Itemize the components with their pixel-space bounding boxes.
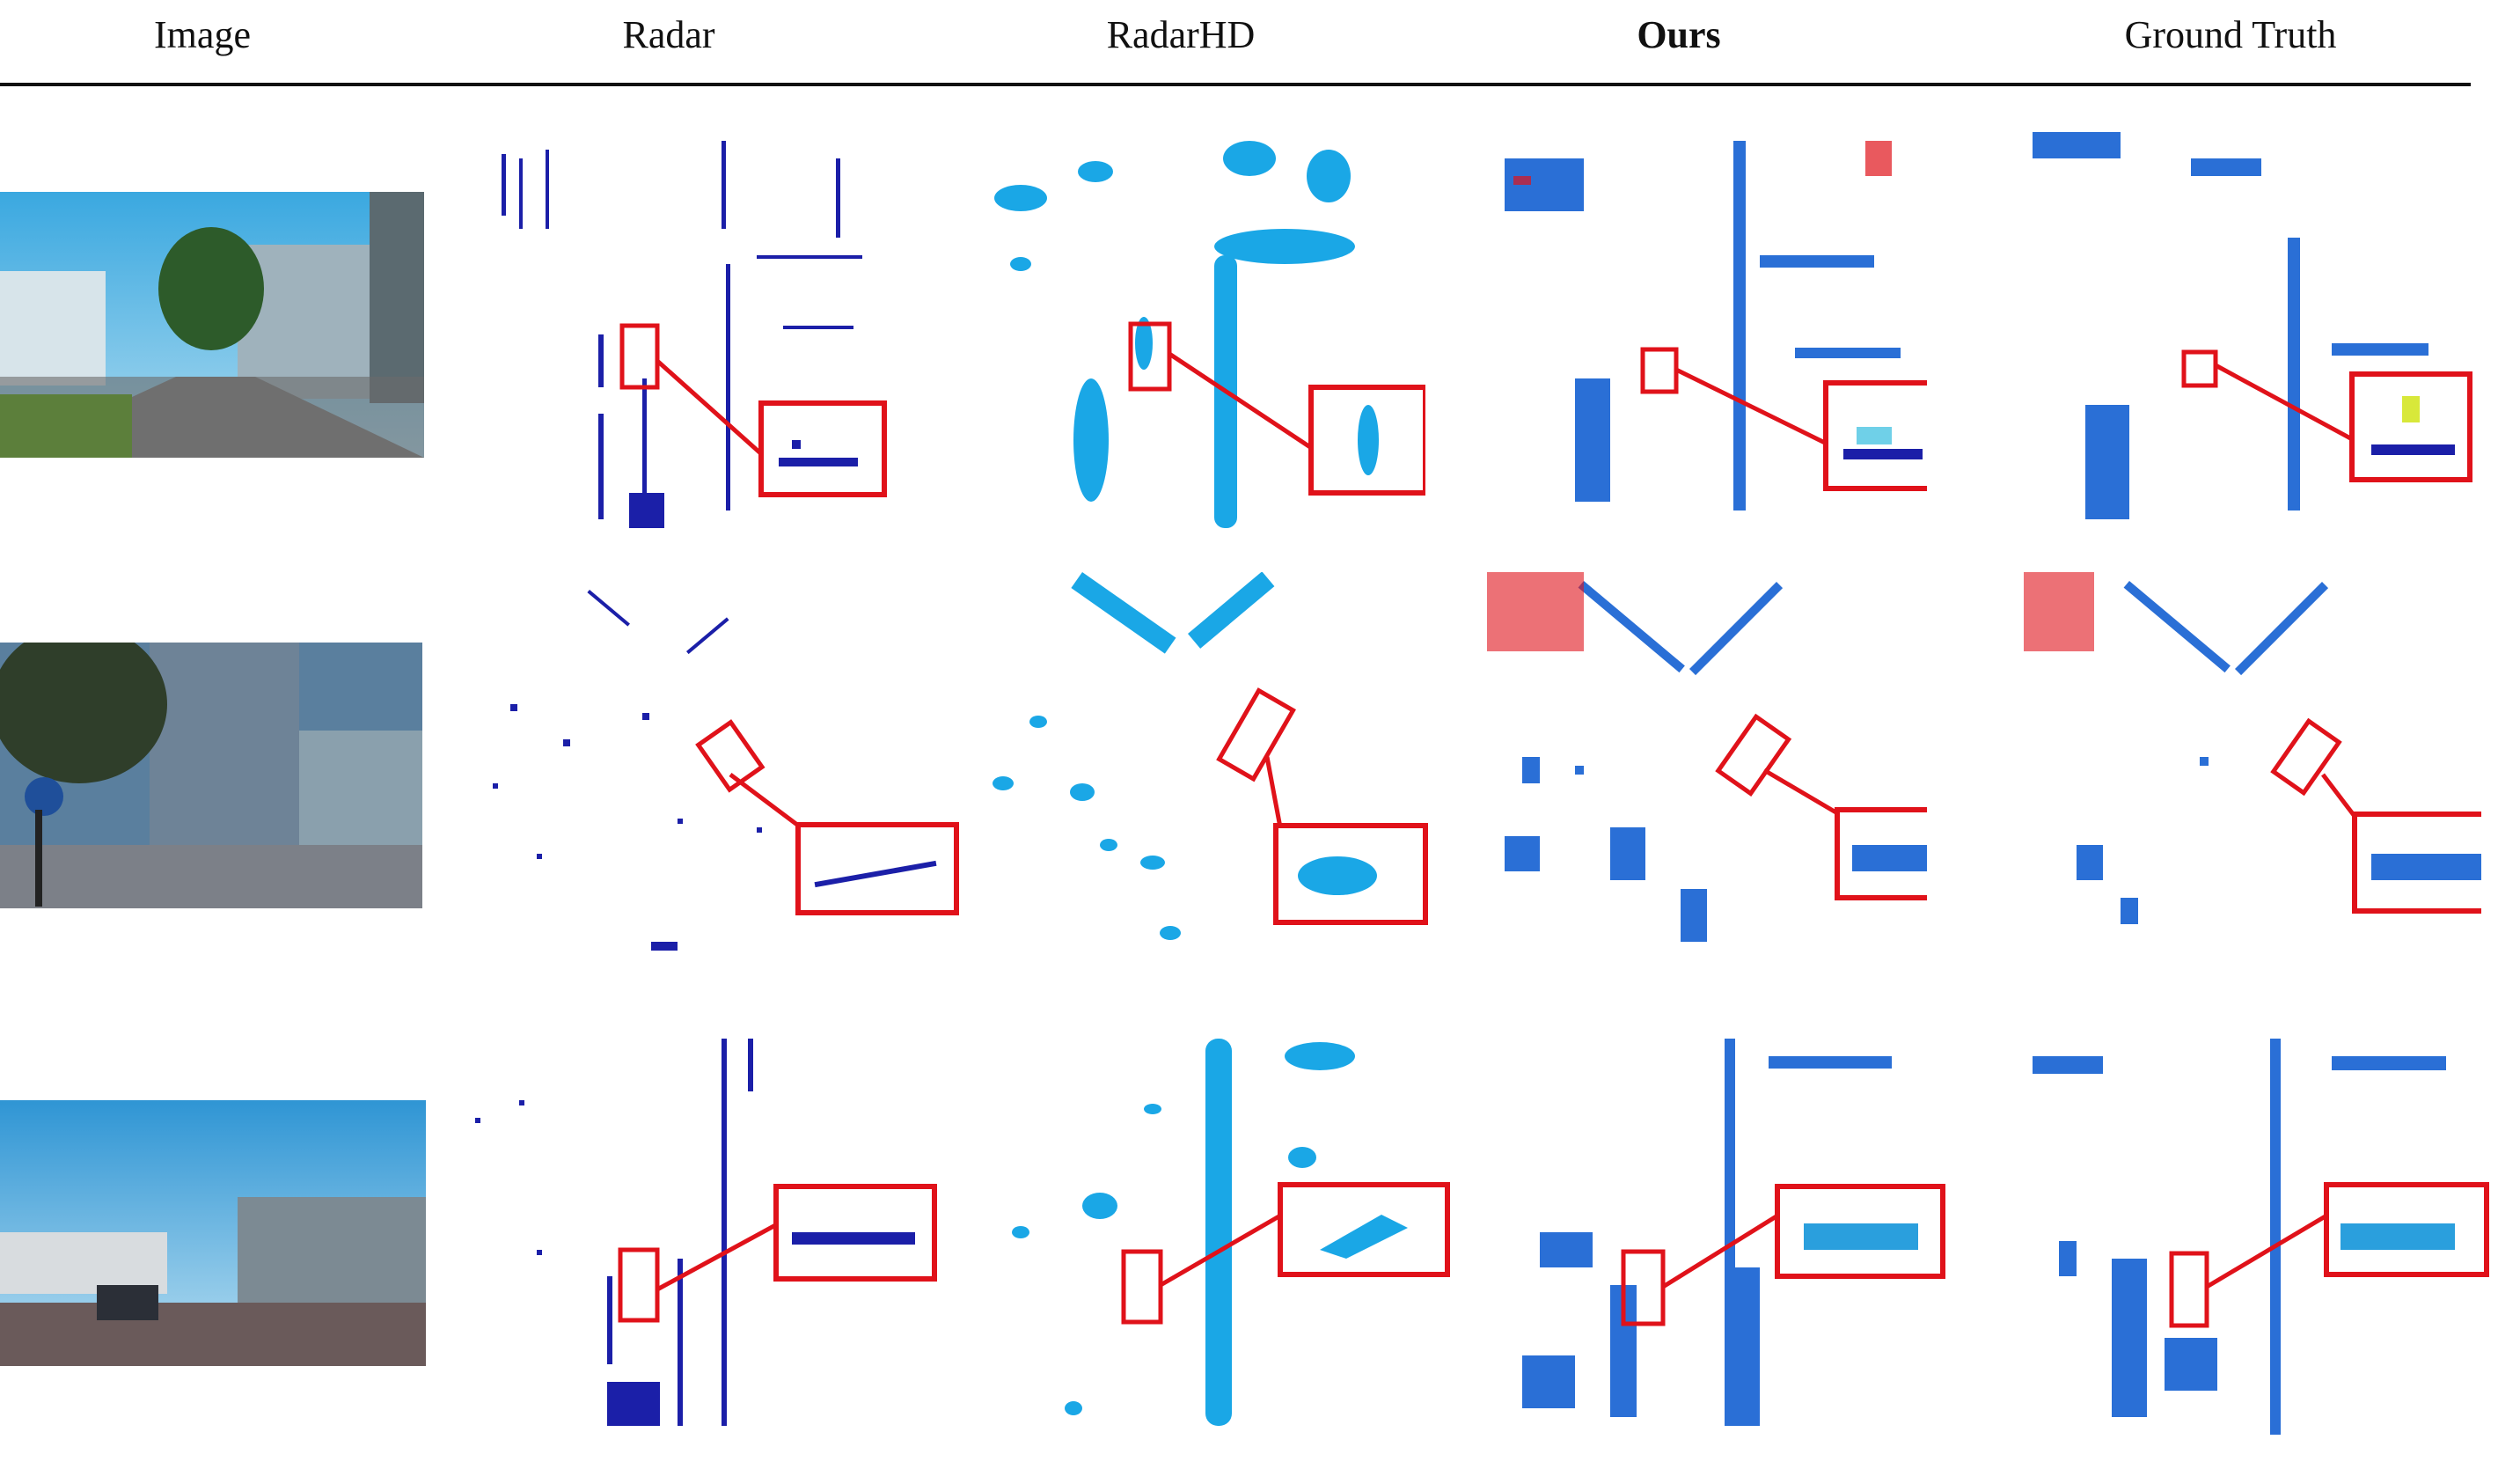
header-rule xyxy=(0,83,2471,86)
row3-camera-image xyxy=(0,1100,426,1366)
row1-radar-panel xyxy=(466,123,889,537)
row2-ours-panel xyxy=(1487,563,1927,977)
row1-ground-truth-panel xyxy=(2033,114,2472,537)
column-header-radar: Radar xyxy=(622,13,715,56)
row3-radar-panel xyxy=(466,1039,941,1435)
row2-radarhd-panel xyxy=(968,572,1443,977)
row3-ground-truth-panel xyxy=(2024,1039,2499,1435)
row3-ours-panel xyxy=(1487,1039,1962,1435)
row1-camera-image xyxy=(0,192,424,458)
row1-radarhd-panel xyxy=(968,123,1425,537)
row1-ours-panel xyxy=(1487,123,1927,537)
row2-camera-image xyxy=(0,643,422,908)
column-header-radarhd: RadarHD xyxy=(1106,13,1256,56)
row3-radarhd-panel xyxy=(968,1039,1461,1435)
column-header-image: Image xyxy=(154,13,251,56)
row2-ground-truth-panel xyxy=(2024,563,2481,977)
column-header-ground-truth: Ground Truth xyxy=(2124,13,2337,56)
row2-radar-panel xyxy=(466,572,968,977)
column-header-ours: Ours xyxy=(1637,13,1721,56)
